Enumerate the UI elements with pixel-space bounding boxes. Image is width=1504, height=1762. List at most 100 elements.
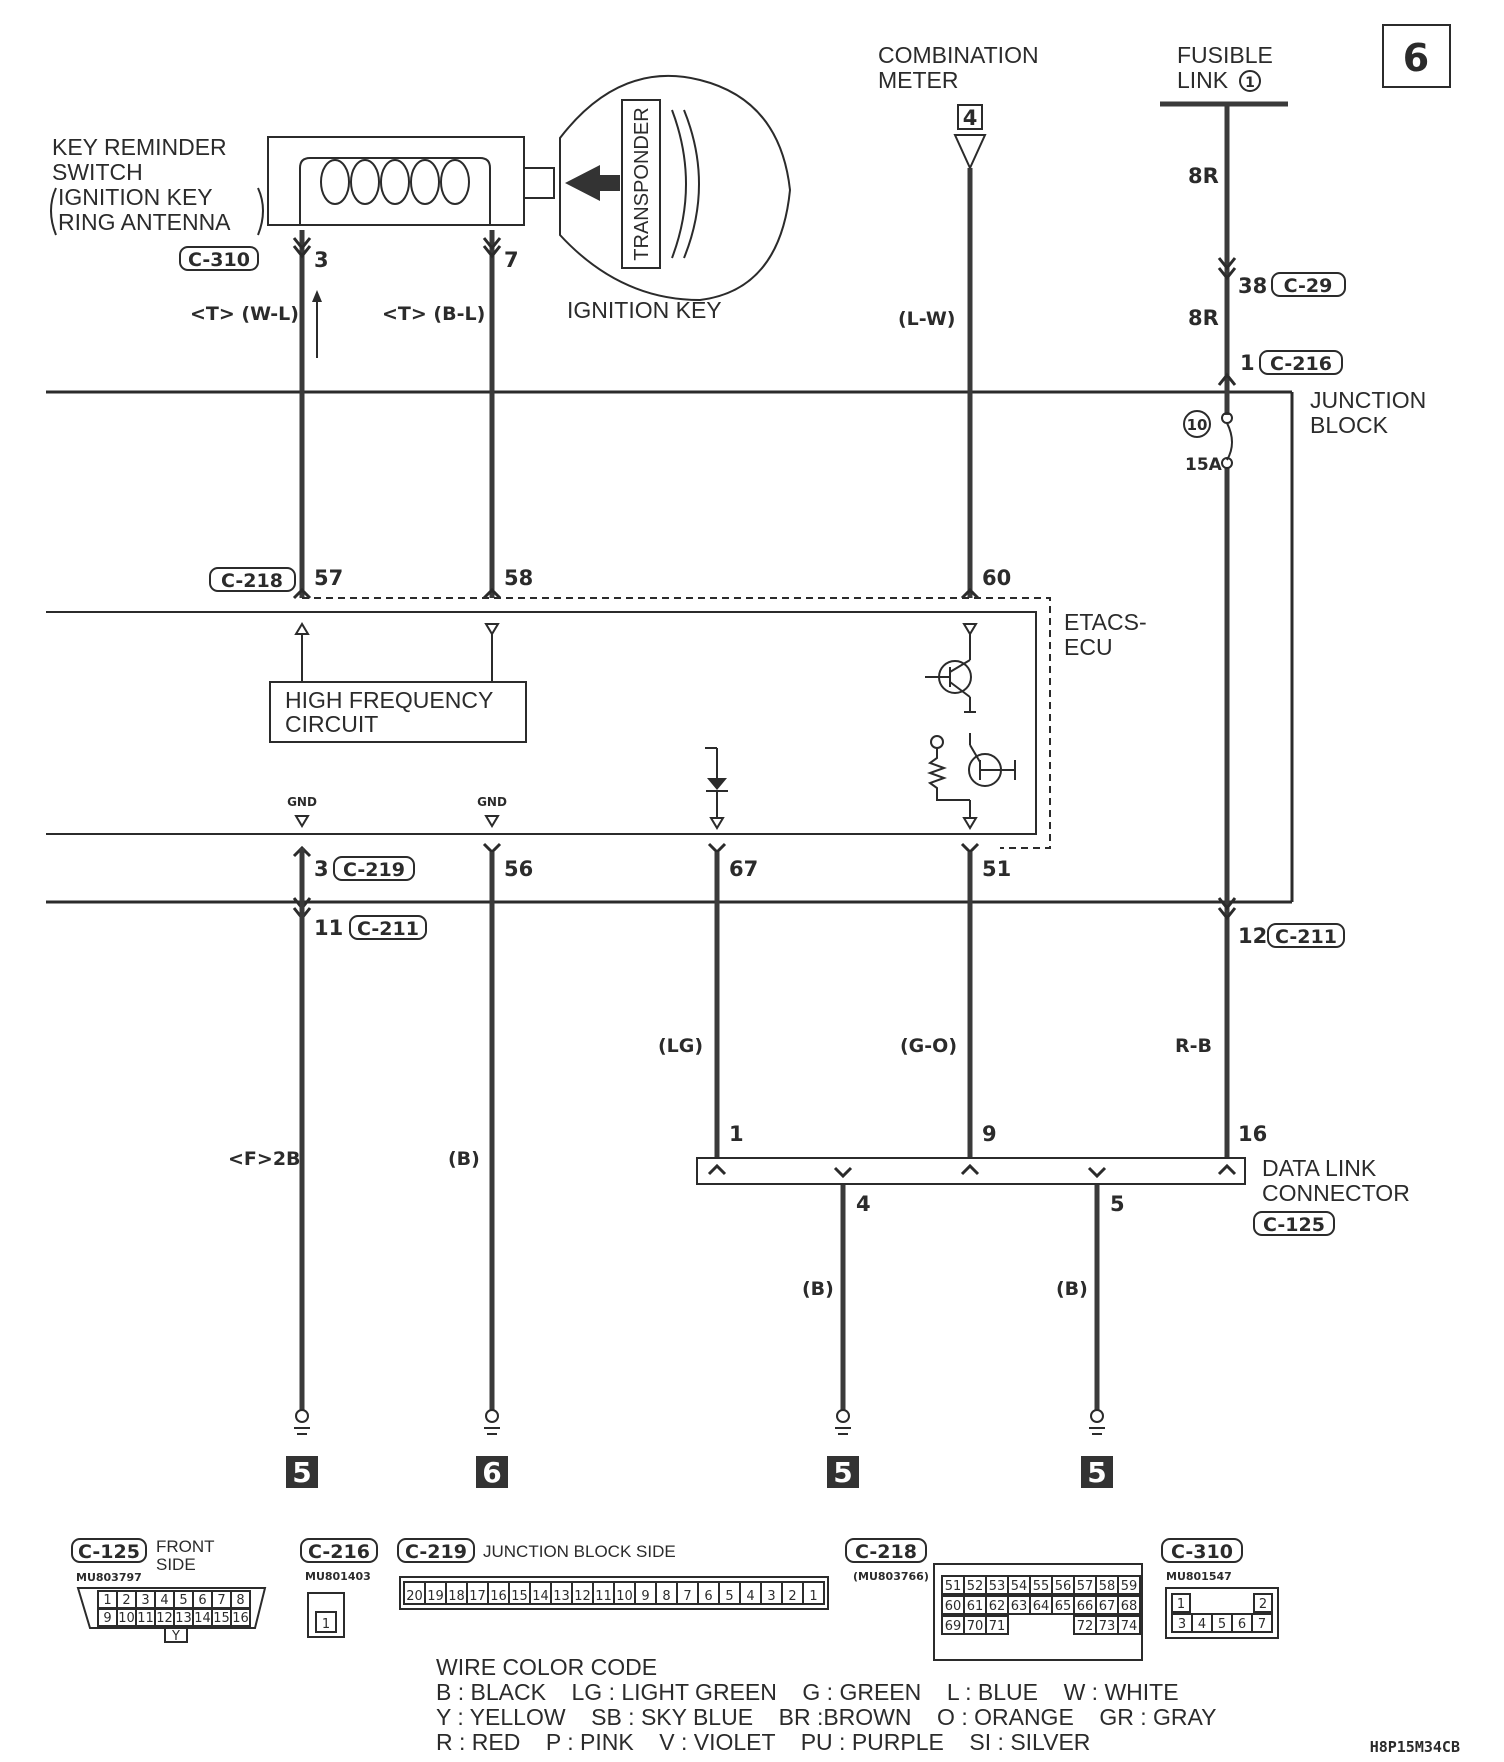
combination-meter-label-2: METER [878, 67, 959, 93]
key-reminder-switch-box [267, 136, 525, 226]
c125-pin: 14 [194, 1611, 211, 1626]
wire-dlc4-label: (B) [802, 1278, 834, 1300]
c219-face-id: C-219 [405, 1541, 467, 1563]
c216-face-id: C-216 [308, 1541, 370, 1563]
c219-badge-text: C-219 [343, 859, 405, 881]
coil-frame [299, 157, 491, 225]
pin-58: 58 [504, 566, 533, 590]
c125-pin: 13 [175, 1611, 192, 1626]
c219-pin: 20 [406, 1589, 423, 1604]
c218-face-badge [845, 1538, 927, 1563]
c218-pin: 72 [1077, 1619, 1094, 1634]
antenna-coil [320, 159, 470, 205]
pin-38: 38 [1238, 274, 1267, 298]
dlc-pin-9: 9 [982, 1122, 997, 1146]
ground-ref-1: 5 [292, 1456, 311, 1489]
c219-pin: 12 [574, 1589, 591, 1604]
ground-symbol-4 [1089, 1409, 1105, 1435]
c218-pin: 70 [967, 1619, 984, 1634]
pin-60: 60 [982, 566, 1011, 590]
c125-pin: 11 [137, 1611, 154, 1626]
c219-pin: 11 [595, 1589, 612, 1604]
c218-pin: 74 [1121, 1619, 1138, 1634]
c125-pin: 9 [103, 1611, 111, 1626]
dlc-label-1: DATA LINK [1262, 1155, 1377, 1181]
fusible-link-ref-circle [1239, 70, 1261, 92]
pin-11: 11 [314, 916, 343, 940]
meter-ref-box [957, 104, 983, 130]
ignition-key-outline [559, 74, 792, 302]
c218-pin: 67 [1099, 1599, 1116, 1614]
c219-pin: 17 [469, 1589, 486, 1604]
c218-pin: 56 [1055, 1579, 1072, 1594]
fusible-link-label-1: FUSIBLE [1177, 42, 1273, 68]
fuse-symbol [1226, 422, 1233, 461]
c219-pin: 19 [427, 1589, 444, 1604]
c218-pin: 59 [1121, 1579, 1138, 1594]
c216-part: MU801403 [305, 1570, 371, 1583]
c310-pin: 1 [1177, 1597, 1185, 1612]
c125-side-label: SIDE [156, 1555, 196, 1574]
c219-face-badge [397, 1538, 475, 1563]
c219-pin: 18 [448, 1589, 465, 1604]
c125-pin: 10 [118, 1611, 135, 1626]
c219-pin: 6 [704, 1589, 712, 1604]
c310-pin: 7 [1258, 1617, 1266, 1632]
ground-symbol-2 [484, 1409, 500, 1435]
pin-67: 67 [729, 857, 758, 881]
c218-pin: 61 [967, 1599, 984, 1614]
c218-pin: 69 [945, 1619, 962, 1634]
ground-ref-4: 5 [1087, 1456, 1106, 1489]
c218-pin: 52 [967, 1579, 984, 1594]
c218-pin: 71 [989, 1619, 1006, 1634]
hf-label-2: CIRCUIT [285, 711, 378, 737]
wire-wl-label: <T> (W-L) [190, 303, 299, 325]
c310-pin: 5 [1218, 1617, 1226, 1632]
c219-pin: 3 [767, 1589, 775, 1604]
dlc-pin-4: 4 [856, 1192, 871, 1216]
meter-ref: 4 [963, 106, 978, 130]
ground-ref-badge-4 [1081, 1456, 1113, 1488]
dlc-pin-1: 1 [729, 1122, 744, 1146]
c29-badge [1271, 272, 1346, 297]
pin-1-jb: 1 [1240, 351, 1255, 375]
c219-pin: 10 [616, 1589, 633, 1604]
c310-pin: 2 [1259, 1597, 1267, 1612]
wire-color-code-title: WIRE COLOR CODE [436, 1654, 657, 1680]
c125-key: Y [171, 1629, 180, 1644]
c125-pin: 7 [217, 1593, 225, 1608]
transponder-box [621, 99, 661, 269]
key-tab [523, 167, 555, 199]
c125-face-outline [76, 1587, 267, 1629]
wire-8r-upper: 8R [1188, 164, 1219, 188]
c218-pin: 68 [1121, 1599, 1138, 1614]
wire-f2b-label: <F>2B [228, 1148, 301, 1170]
c310-face-badge [1161, 1538, 1243, 1563]
key-reminder-label-1: KEY REMINDER [52, 134, 227, 160]
high-frequency-circuit [269, 681, 527, 743]
pin-3-c219: 3 [314, 857, 329, 881]
wire-lg-label: (LG) [658, 1035, 703, 1057]
key-reminder-label-2: SWITCH [52, 159, 143, 185]
etacs-label-1: ETACS- [1064, 609, 1147, 635]
transponder-arrow [565, 165, 620, 201]
wire-color-code-line-2: Y : YELLOW SB : SKY BLUE BR :BROWN O : O… [436, 1704, 1217, 1730]
c218-badge-text: C-218 [221, 570, 283, 592]
c219-pin: 9 [641, 1589, 649, 1604]
wire-bl-label: <T> (B-L) [382, 303, 485, 325]
c219-pin: 1 [809, 1589, 817, 1604]
meter-connector-arrow [953, 134, 987, 171]
c29-badge-text: C-29 [1284, 275, 1333, 297]
c218-pin: 63 [1011, 1599, 1028, 1614]
dlc-pin-5: 5 [1110, 1192, 1125, 1216]
dlc-label-2: CONNECTOR [1262, 1180, 1410, 1206]
c218-pin: 65 [1055, 1599, 1072, 1614]
diode-icon [707, 778, 727, 790]
etacs-ecu-outline [302, 597, 1051, 849]
c125-pin: 15 [213, 1611, 230, 1626]
c218-pin: 54 [1011, 1579, 1028, 1594]
c219-pin: 7 [683, 1589, 691, 1604]
wire-go-label: (G-O) [900, 1035, 957, 1057]
